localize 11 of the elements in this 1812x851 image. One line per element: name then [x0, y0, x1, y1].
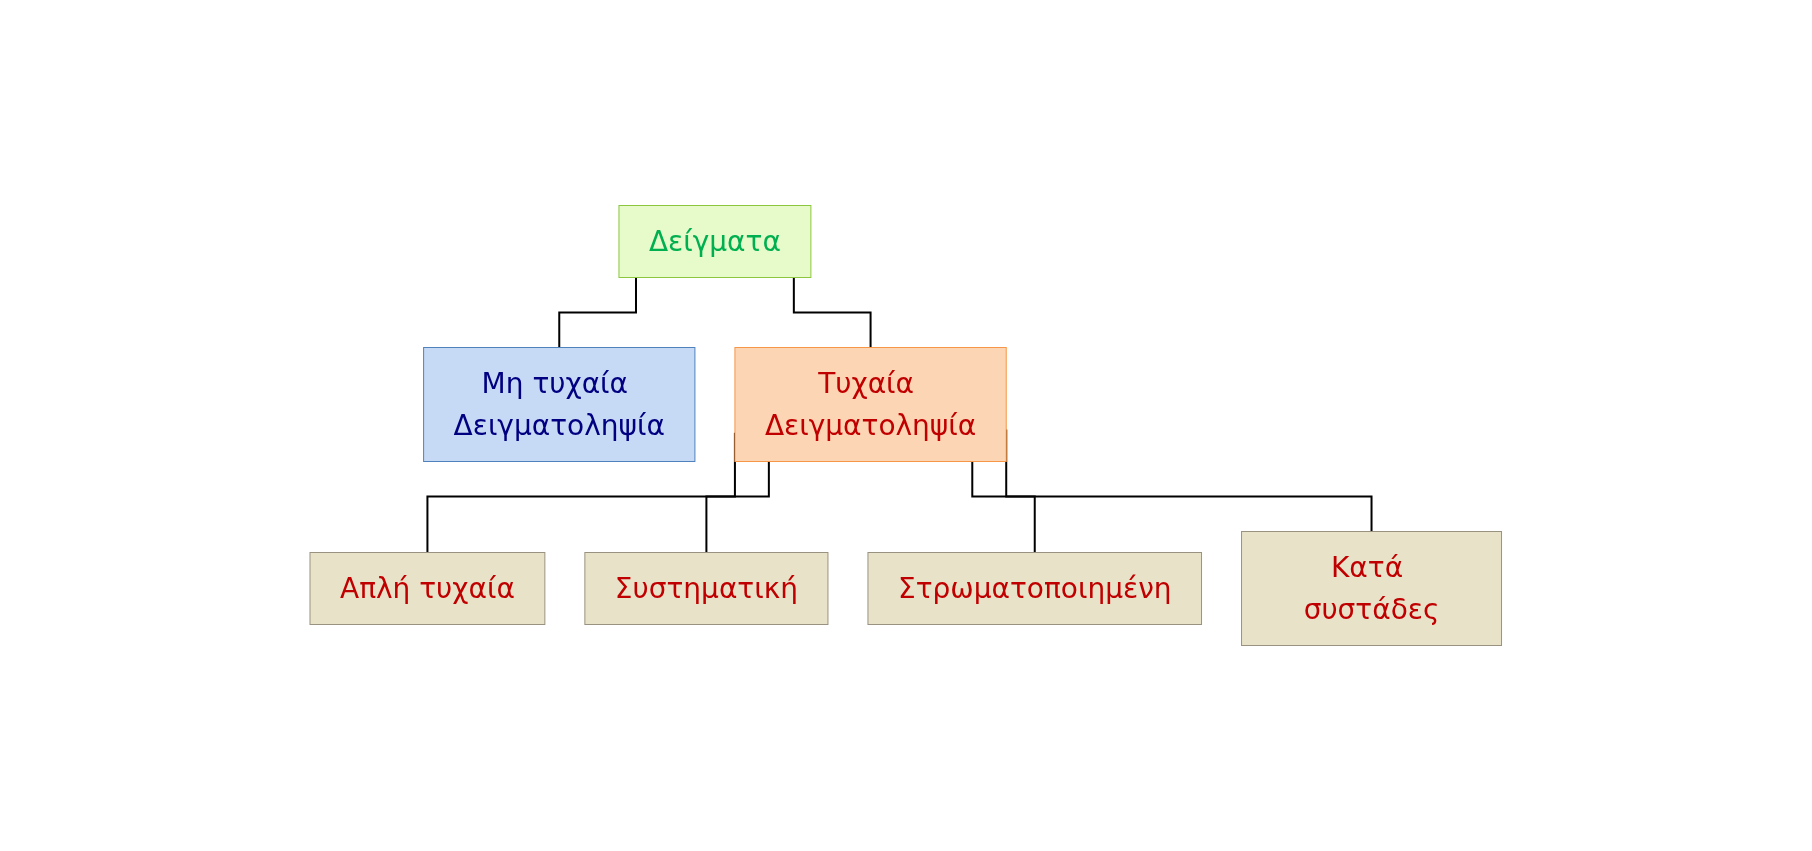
node-box: Δείγματα: [618, 205, 812, 278]
connector: [705, 460, 771, 554]
node-box: Απλή τυχαία: [309, 552, 546, 625]
node-box: Μη τυχαία Δειγματοληψία: [423, 347, 696, 462]
node-box: Στρωματοποιημένη: [867, 552, 1203, 625]
connector: [558, 276, 638, 349]
node-box: Τυχαία Δειγματοληψία: [734, 347, 1007, 462]
node-box: Κατά συστάδες: [1241, 531, 1503, 646]
connector: [971, 460, 1036, 554]
node-box: Συστηματική: [584, 552, 829, 625]
connector: [793, 276, 872, 349]
